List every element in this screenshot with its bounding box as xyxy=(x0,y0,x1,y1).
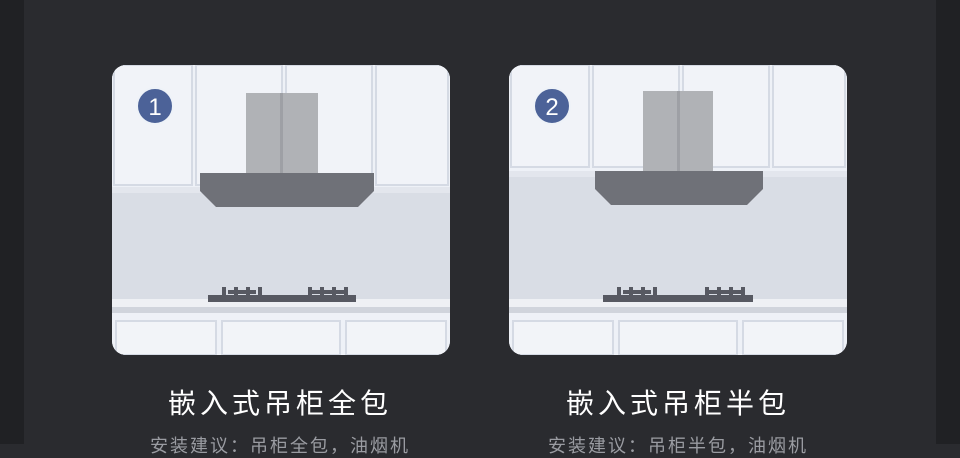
option-title: 嵌入式吊柜半包 xyxy=(565,387,790,420)
option-card-half-enclosed[interactable]: 2 xyxy=(509,65,847,355)
option-number-badge: 1 xyxy=(136,87,174,125)
option-subtitle: 安装建议：吊柜全包，油烟机 xyxy=(150,436,410,457)
option-title: 嵌入式吊柜全包 xyxy=(167,387,392,420)
range-hood-half-enclosed-illustration xyxy=(509,65,847,355)
option-number-badge: 2 xyxy=(533,87,571,125)
option-subtitle: 安装建议：吊柜半包，油烟机 xyxy=(548,436,808,457)
right-side-panel xyxy=(936,0,960,444)
range-hood-fully-enclosed-illustration xyxy=(112,65,450,355)
option-card-fully-enclosed[interactable]: 1 xyxy=(112,65,450,355)
left-side-panel xyxy=(0,0,24,444)
